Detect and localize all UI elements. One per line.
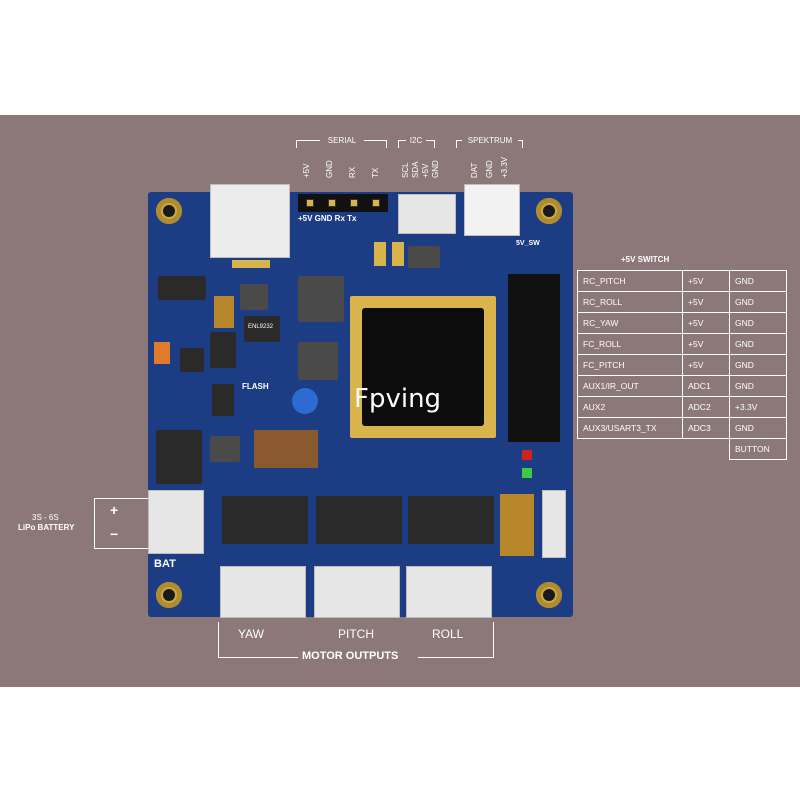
table-row: BUTTON — [578, 438, 787, 460]
mounting-hole — [156, 198, 182, 224]
table-row: RC_PITCH +5V GND — [577, 270, 787, 292]
serial-silkscreen: +5V GND Rx Tx — [298, 214, 357, 223]
serial-bracket — [296, 140, 320, 141]
bat-silkscreen: BAT — [154, 558, 176, 570]
motor-driver-roll — [408, 496, 494, 544]
table-cell: +5V — [682, 354, 730, 376]
spektrum-pin-label: +3.3V — [500, 156, 509, 178]
i2c-group-label: I2C — [409, 136, 423, 145]
table-row: AUX1/IR_OUT ADC1 GND — [577, 375, 787, 397]
motor-yaw-label: YAW — [238, 627, 264, 641]
table-cell: +5V — [682, 333, 730, 355]
chip-marking: ENL9232 — [248, 324, 274, 330]
table-cell — [683, 439, 730, 460]
table-row: RC_ROLL +5V GND — [577, 291, 787, 313]
usb-connector — [210, 184, 290, 258]
motor-connector-pitch — [314, 566, 400, 618]
table-cell: RC_PITCH — [577, 270, 683, 292]
battery-connector — [148, 490, 204, 554]
table-cell: GND — [729, 333, 787, 355]
table-cell: GND — [729, 270, 787, 292]
table-cell: AUX3/USART3_TX — [577, 417, 683, 439]
main-mcu — [350, 296, 496, 438]
table-row: FC_PITCH +5V GND — [577, 354, 787, 376]
table-row: AUX3/USART3_TX ADC3 GND — [577, 417, 787, 439]
table-cell: FC_ROLL — [577, 333, 683, 355]
spektrum-group-label: SPEKTRUM — [467, 136, 513, 145]
battery-plus-label: + — [110, 502, 119, 518]
flash-silkscreen: FLASH — [242, 382, 269, 391]
table-cell: RC_ROLL — [577, 291, 683, 313]
serial-pin-label: RX — [348, 166, 357, 178]
table-cell: GND — [729, 291, 787, 313]
motor-driver-yaw — [222, 496, 308, 544]
motor-roll-label: ROLL — [432, 627, 464, 641]
table-cell: RC_YAW — [577, 312, 683, 334]
i2c-pin-label: GND — [431, 160, 440, 178]
i2c-pin-label: SCL — [401, 162, 410, 178]
table-cell: GND — [729, 375, 787, 397]
table-row: AUX2 ADC2 +3.3V — [577, 396, 787, 418]
serial-pin-label: +5V — [302, 163, 311, 178]
i2c-connector — [398, 194, 456, 234]
spektrum-pin-label: DAT — [470, 162, 479, 178]
mounting-hole — [536, 582, 562, 608]
table-cell: GND — [729, 417, 787, 439]
table-row: RC_YAW +5V GND — [577, 312, 787, 334]
battery-voltage-label: 3S - 6S — [32, 513, 59, 522]
table-cell: BUTTON — [729, 438, 787, 460]
switch-title: +5V SWITCH — [621, 255, 670, 264]
table-cell: ADC3 — [682, 417, 730, 439]
table-cell: +5V — [682, 270, 730, 292]
led-red — [522, 450, 532, 460]
table-cell: +5V — [682, 291, 730, 313]
table-cell: AUX2 — [577, 396, 683, 418]
motor-connector-yaw — [220, 566, 306, 618]
switch-silkscreen: 5V_SW — [516, 240, 540, 247]
table-cell: ADC1 — [682, 375, 730, 397]
i2c-pin-label: +5V — [421, 163, 430, 178]
motor-pitch-label: PITCH — [338, 627, 374, 641]
battery-minus-label: − — [110, 526, 119, 542]
table-cell: AUX1/IR_OUT — [577, 375, 683, 397]
table-cell: +3.3V — [729, 396, 787, 418]
battery-type-label: LiPo BATTERY — [18, 523, 75, 532]
serial-pin-label: GND — [325, 160, 334, 178]
motor-connector-roll — [406, 566, 492, 618]
motor-driver-pitch — [316, 496, 402, 544]
table-cell — [578, 439, 683, 460]
serial-header — [298, 194, 388, 212]
serial-group-label: SERIAL — [327, 136, 357, 145]
serial-pin-label: TX — [371, 167, 380, 178]
led-green — [522, 468, 532, 478]
pcb-board: +5V GND Rx Tx 5V_SW ENL9232 Fpving FLASH… — [148, 184, 573, 618]
table-cell: ADC2 — [682, 396, 730, 418]
i2c-pin-label: SDA — [411, 161, 420, 178]
table-row: FC_ROLL +5V GND — [577, 333, 787, 355]
spektrum-connector — [464, 184, 520, 236]
mounting-hole — [156, 582, 182, 608]
mounting-hole — [536, 198, 562, 224]
pin-function-table: RC_PITCH +5V GND RC_ROLL +5V GND RC_YAW … — [577, 270, 787, 460]
motor-outputs-label: MOTOR OUTPUTS — [302, 650, 399, 662]
table-cell: GND — [729, 354, 787, 376]
table-cell: +5V — [682, 312, 730, 334]
table-cell: GND — [729, 312, 787, 334]
spektrum-pin-label: GND — [485, 160, 494, 178]
io-pin-header — [508, 274, 560, 442]
watermark: Fpving — [354, 384, 442, 414]
table-cell: FC_PITCH — [577, 354, 683, 376]
